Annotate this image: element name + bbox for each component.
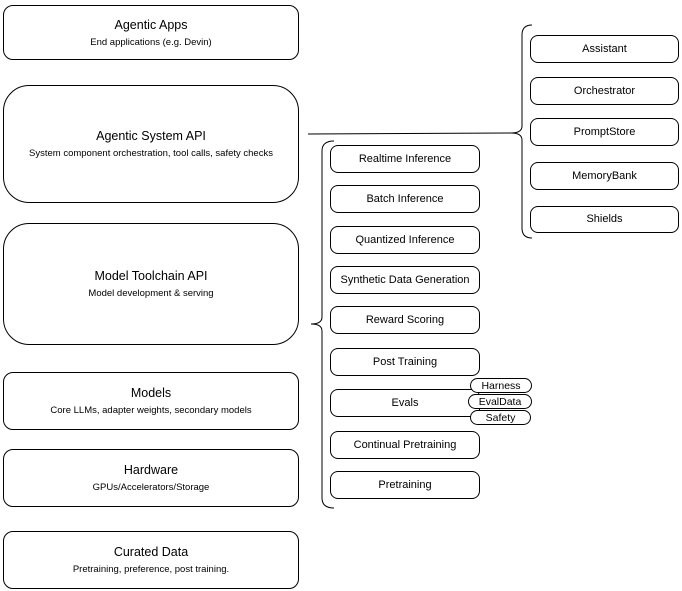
node-subtitle: Core LLMs, adapter weights, secondary mo… (50, 405, 252, 416)
node-label: Orchestrator (573, 84, 636, 97)
node-synthetic-data-generation: Synthetic Data Generation (330, 266, 480, 294)
node-subtitle: System component orchestration, tool cal… (29, 148, 273, 159)
node-assistant: Assistant (530, 35, 679, 63)
node-batch-inference: Batch Inference (330, 185, 480, 213)
node-title: Curated Data (113, 545, 189, 559)
node-label: Post Training (372, 355, 438, 368)
agent-components-brace (510, 24, 533, 239)
line-system-api-to-components-brace (307, 132, 512, 135)
node-post-training: Post Training (330, 348, 480, 376)
node-title: Models (130, 386, 172, 400)
node-label: Reward Scoring (365, 313, 445, 326)
node-label: Batch Inference (366, 192, 444, 205)
pill-label: Safety (485, 411, 516, 424)
node-quantized-inference: Quantized Inference (330, 226, 480, 254)
node-curated-data: Curated Data Pretraining, preference, po… (3, 531, 299, 589)
node-models: Models Core LLMs, adapter weights, secon… (3, 372, 299, 430)
node-realtime-inference: Realtime Inference (330, 145, 480, 173)
node-label: PromptStore (573, 125, 636, 138)
node-shields: Shields (530, 206, 679, 233)
node-subtitle: Pretraining, preference, post training. (72, 564, 230, 575)
node-label: Evals (391, 396, 419, 409)
node-label: Shields (586, 213, 623, 225)
node-label: Quantized Inference (355, 233, 455, 246)
node-hardware: Hardware GPUs/Accelerators/Storage (3, 449, 299, 507)
pill-label: Harness (481, 379, 521, 392)
node-label: Pretraining (378, 478, 432, 491)
node-continual-pretraining: Continual Pretraining (330, 431, 480, 459)
pill-evaldata: EvalData (468, 394, 532, 409)
pill-harness: Harness (470, 378, 532, 393)
node-subtitle: GPUs/Accelerators/Storage (92, 482, 210, 493)
node-pretraining: Pretraining (330, 471, 480, 499)
node-label: MemoryBank (572, 169, 637, 182)
node-label: Realtime Inference (358, 152, 452, 165)
pill-label: EvalData (478, 395, 522, 408)
node-title: Agentic System API (96, 129, 206, 143)
node-orchestrator: Orchestrator (530, 77, 679, 105)
node-agentic-apps: Agentic Apps End applications (e.g. Devi… (3, 5, 299, 60)
node-promptstore: PromptStore (530, 118, 679, 146)
node-label: Continual Pretraining (353, 438, 457, 451)
node-subtitle: End applications (e.g. Devin) (90, 36, 212, 48)
node-label: Assistant (582, 42, 627, 55)
node-agentic-system-api: Agentic System API System component orch… (3, 85, 299, 203)
node-reward-scoring: Reward Scoring (330, 306, 480, 334)
node-memorybank: MemoryBank (530, 162, 679, 190)
node-title: Hardware (123, 463, 179, 477)
node-title: Agentic Apps (114, 17, 188, 32)
node-evals: Evals (330, 389, 480, 417)
node-label: Synthetic Data Generation (340, 273, 470, 286)
pill-safety: Safety (470, 410, 531, 425)
node-title: Model Toolchain API (94, 269, 208, 283)
node-model-toolchain-api: Model Toolchain API Model development & … (3, 223, 299, 345)
node-subtitle: Model development & serving (88, 288, 214, 299)
